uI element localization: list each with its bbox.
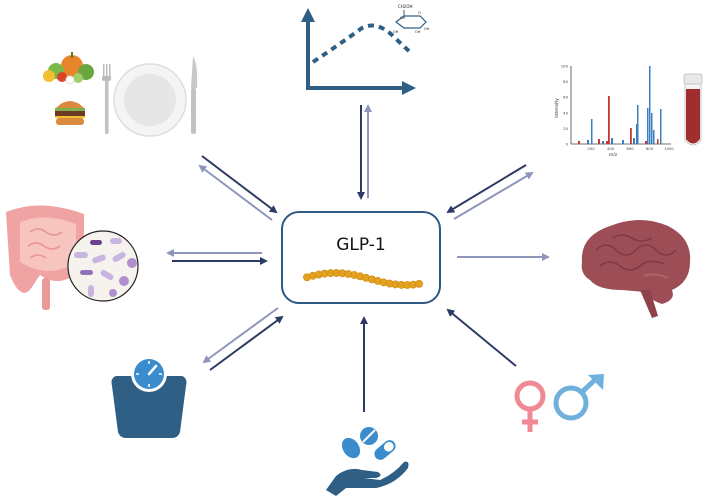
knife-icon — [191, 56, 198, 134]
weight-scale-icon — [111, 356, 187, 438]
ms-xtick-label: 1000 — [664, 146, 674, 151]
male-symbol-icon — [553, 374, 604, 421]
oh-label: OH — [424, 27, 430, 31]
blood-tube-icon — [683, 73, 703, 146]
ms-ytick-label: 20 — [563, 126, 568, 131]
oh-label: OH — [400, 16, 406, 20]
ms-ytick-label: 60 — [563, 95, 568, 100]
arrow-weight-to-glp1 — [209, 315, 284, 371]
amino-acid-bead — [415, 280, 423, 288]
ms-ylabel: Intensity — [554, 98, 560, 118]
burger-icon — [55, 101, 85, 125]
mass-spectrum-chart: Intensity m/z 0 20 40 60 80 100 200 400 600 800 1… — [554, 64, 674, 159]
ch2oh-label: CH2OH — [398, 4, 413, 9]
ms-xtick-label: 600 — [626, 146, 634, 151]
arrow-diet-to-glp1 — [201, 155, 278, 214]
arrow-glp1-to-diet — [198, 164, 273, 221]
o-label: O — [418, 11, 421, 15]
ms-xlabel: m/z — [609, 152, 618, 158]
oh-label: OH — [415, 30, 421, 34]
arrow-glp1-to-massspec — [453, 171, 534, 220]
arrow-glp1-to-weight — [202, 307, 279, 364]
ms-ytick-label: 0 — [566, 142, 569, 147]
arrow-sex-to-glp1 — [446, 308, 517, 367]
ms-xtick-label: 400 — [607, 146, 615, 151]
glucose-curve-illustration: CH2OH OH O OH OH OH — [301, 4, 430, 95]
glp1-title: GLP-1 — [336, 235, 386, 255]
arrow-massspec-to-glp1 — [446, 164, 527, 214]
glucose-molecule-icon: CH2OH OH O OH OH OH — [393, 4, 430, 34]
ms-ytick-label: 80 — [563, 79, 568, 84]
ms-peaks — [578, 66, 662, 144]
fork-icon — [102, 64, 111, 134]
diet-illustration — [43, 52, 198, 137]
intestine-illustration — [6, 205, 84, 310]
female-symbol-icon — [514, 380, 546, 432]
brain-icon — [581, 220, 691, 318]
ms-xtick-label: 200 — [587, 146, 595, 151]
oh-label: OH — [393, 30, 399, 34]
medication-hand-icon — [326, 427, 409, 496]
glucose-curve-dashed — [311, 23, 412, 64]
ms-ytick-label: 100 — [561, 64, 569, 69]
ms-xtick-label: 800 — [646, 146, 654, 151]
plate-icon — [113, 63, 187, 137]
glp1-center-box: GLP-1 — [281, 211, 441, 304]
bacteria-magnifier-icon — [67, 230, 139, 302]
vegetables-icon — [43, 52, 94, 85]
ms-ytick-label: 40 — [563, 110, 568, 115]
peptide-chain-icon — [303, 269, 423, 289]
arrows — [166, 104, 550, 412]
